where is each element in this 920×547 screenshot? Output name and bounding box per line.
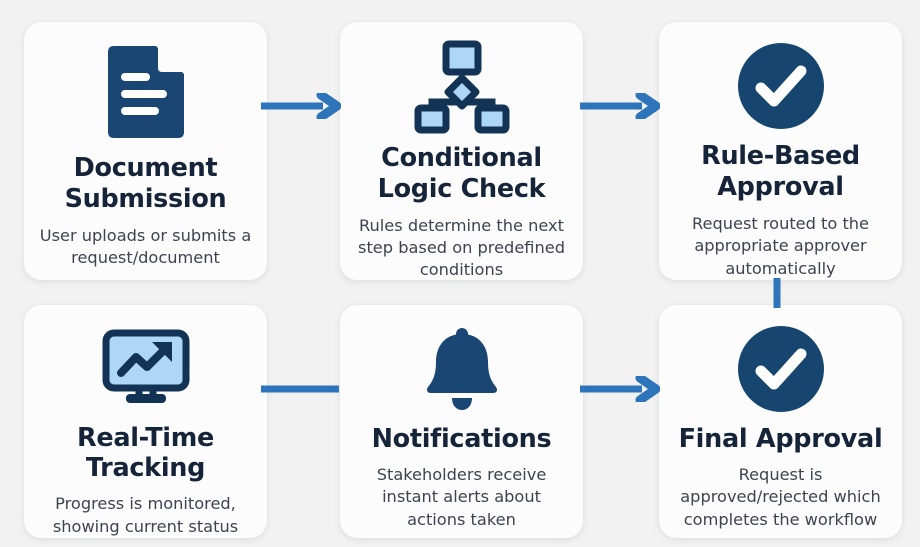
step-title: Real-Time Tracking: [76, 422, 214, 484]
step-title: Notifications: [371, 424, 552, 454]
arrow-step5-to-step6: [578, 376, 660, 402]
step-card-document-submission[interactable]: Document Submission User uploads or subm…: [24, 22, 267, 280]
line-step4-to-step5: [259, 376, 341, 402]
flowchart-decision-icon: [340, 40, 583, 134]
arrow-step1-to-step2: [259, 93, 341, 119]
step-description: User uploads or submits a request/docume…: [39, 225, 252, 268]
step-card-notifications[interactable]: Notifications Stakeholders receive insta…: [340, 305, 583, 538]
check-circle-icon: [659, 325, 902, 413]
arrow-step2-to-step3: [578, 93, 660, 119]
step-title: Rule-Based Approval: [701, 141, 860, 203]
step-description: Progress is monitored, showing current s…: [52, 494, 239, 536]
check-circle-icon: [659, 40, 902, 132]
monitor-trend-icon: [24, 325, 267, 412]
bell-icon: [340, 325, 583, 413]
step-card-conditional-logic-check[interactable]: Conditional Logic Check Rules determine …: [340, 22, 583, 280]
step-description: Stakeholders receive instant alerts abou…: [376, 464, 547, 529]
step-description: Request is approved/rejected which compl…: [680, 464, 881, 529]
step-description: Rules determine the next step based on p…: [358, 215, 565, 280]
step-title: Conditional Logic Check: [377, 143, 546, 204]
line-step3-to-step6: [770, 278, 784, 308]
step-card-rule-based-approval[interactable]: Rule-Based Approval Request routed to th…: [659, 22, 902, 280]
step-description: Request routed to the appropriate approv…: [691, 213, 870, 278]
step-title: Final Approval: [678, 424, 883, 454]
step-card-final-approval[interactable]: Final Approval Request is approved/rejec…: [659, 305, 902, 538]
step-title: Document Submission: [64, 153, 227, 214]
document-icon: [24, 40, 267, 144]
step-card-real-time-tracking[interactable]: Real-Time Tracking Progress is monitored…: [24, 305, 267, 538]
